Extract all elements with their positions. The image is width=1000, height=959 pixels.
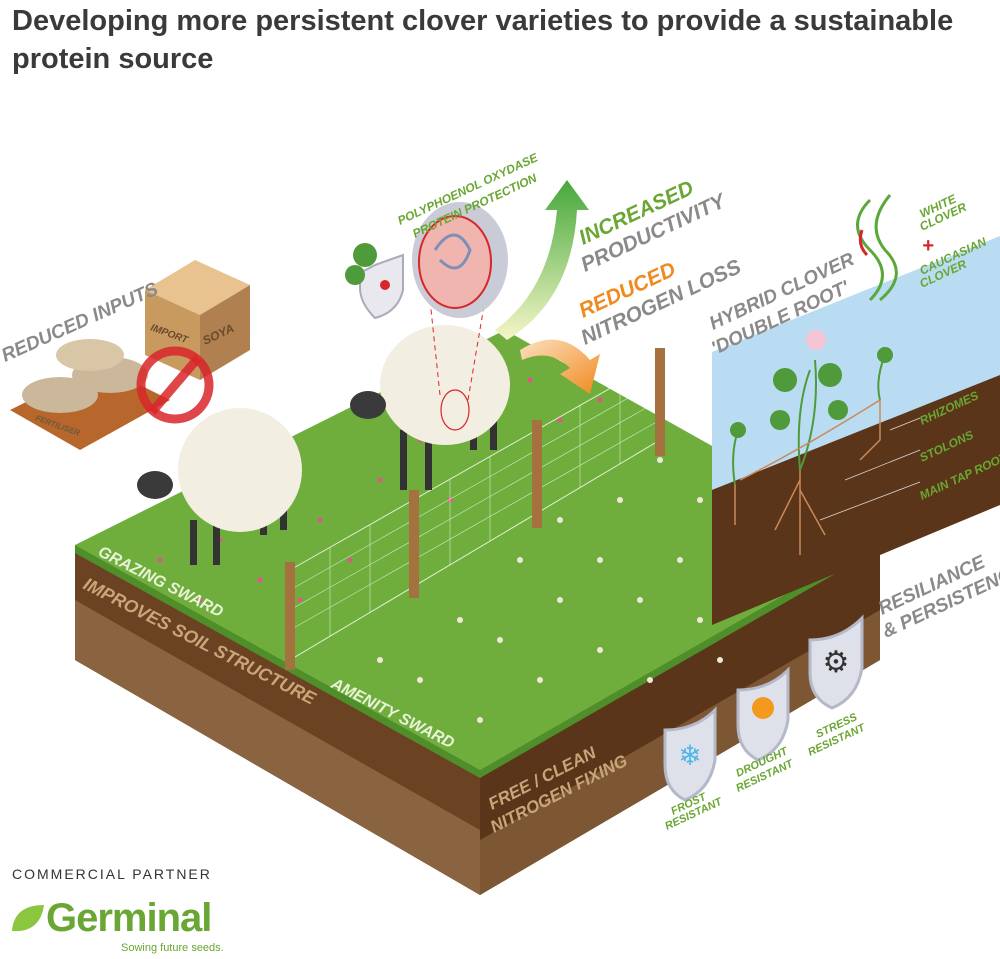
rumen-magnifier-icon (412, 202, 508, 318)
dna-icon (856, 194, 898, 302)
increased-arrow-icon (495, 180, 589, 340)
svg-text:⚙: ⚙ (823, 646, 850, 679)
germinal-logo: Germinal (10, 896, 212, 941)
svg-text:❄: ❄ (678, 740, 701, 771)
clover-root-panel (712, 236, 1000, 625)
fence (285, 348, 665, 670)
leaf-icon (12, 904, 44, 931)
reduced-arrow-icon (520, 339, 600, 394)
commercial-partner-label: COMMERCIAL PARTNER (12, 866, 212, 882)
brand-tagline: Sowing future seeds. (121, 942, 224, 954)
sheep-front (137, 408, 302, 565)
page-title: Developing more persistent clover variet… (12, 5, 954, 75)
ground-slab (75, 330, 880, 895)
no-entry-icon (136, 346, 214, 424)
amenity-clover-flowers (377, 457, 763, 723)
drought-shield-icon (736, 666, 790, 762)
stress-shield-icon: ⚙ (808, 614, 864, 710)
frost-shield-icon: ❄ (663, 706, 717, 802)
plus-sign: + (922, 235, 934, 257)
fertiliser-sacks (10, 339, 170, 450)
shield-clover-icon (345, 243, 404, 320)
sheep-back (350, 299, 510, 490)
brand-name: Germinal (46, 896, 212, 940)
